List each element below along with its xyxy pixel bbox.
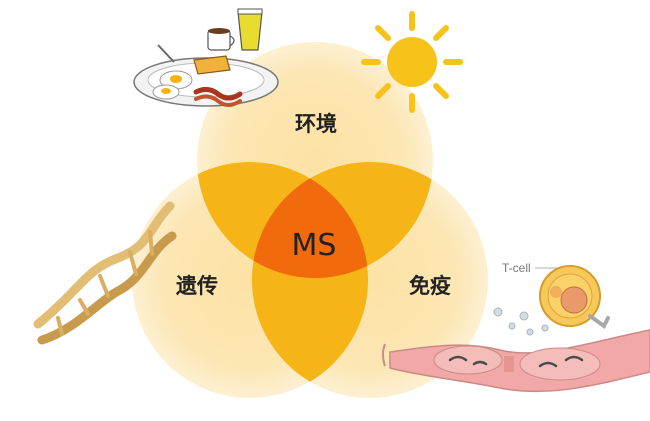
breakfast-plate-icon — [133, 8, 279, 107]
center-overlap — [252, 162, 368, 278]
center-label: MS — [292, 228, 337, 263]
dna-helix-icon — [33, 201, 177, 345]
t-cell-icon — [539, 265, 610, 329]
tcell-label: T-cell — [502, 261, 531, 275]
sun-icon — [361, 11, 463, 113]
label-environment: 环境 — [295, 112, 337, 136]
nerve-fiber-icon — [382, 329, 650, 393]
particles — [493, 307, 549, 336]
label-genetics: 遗传 — [175, 274, 218, 298]
label-immunity: 免疫 — [409, 274, 451, 298]
